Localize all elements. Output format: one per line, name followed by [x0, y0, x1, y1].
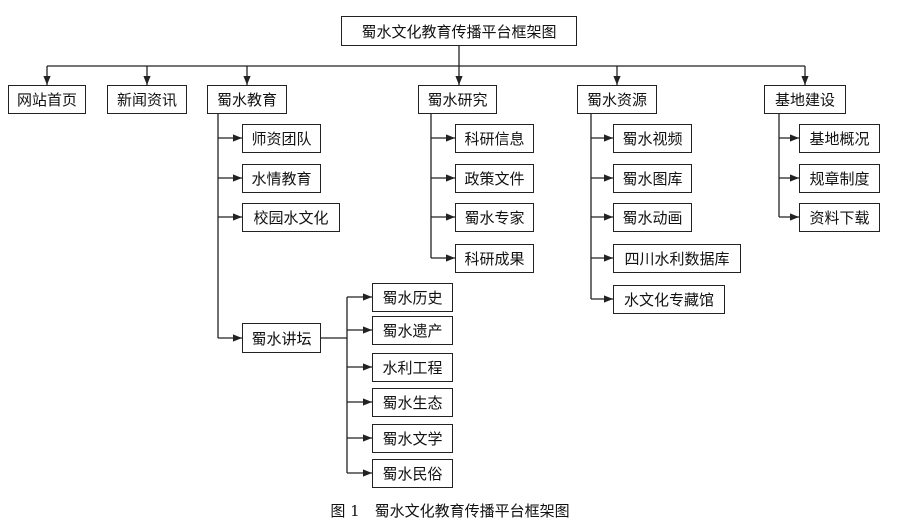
research-item-policy: 政策文件	[455, 164, 534, 193]
research-item-experts: 蜀水专家	[455, 203, 534, 232]
forum-item-literature: 蜀水文学	[372, 424, 453, 453]
research-item-results: 科研成果	[455, 244, 534, 273]
forum-item-ecology: 蜀水生态	[372, 388, 453, 417]
resource-item-video: 蜀水视频	[613, 124, 692, 153]
base-item-overview: 基地概况	[799, 124, 880, 153]
figure-caption: 图 1 蜀水文化教育传播平台框架图	[330, 502, 570, 520]
base-item-rules: 规章制度	[799, 164, 880, 193]
edu-item-faculty: 师资团队	[242, 124, 321, 153]
section-home: 网站首页	[8, 85, 86, 114]
research-item-info: 科研信息	[455, 124, 534, 153]
resource-item-animation: 蜀水动画	[613, 203, 692, 232]
section-news: 新闻资讯	[107, 85, 187, 114]
forum-item-heritage: 蜀水遗产	[372, 316, 453, 345]
resource-item-database: 四川水利数据库	[613, 244, 741, 273]
section-research: 蜀水研究	[418, 85, 497, 114]
edu-item-forum: 蜀水讲坛	[242, 323, 321, 353]
resource-item-collection: 水文化专藏馆	[613, 285, 725, 314]
base-item-downloads: 资料下载	[799, 203, 880, 232]
edu-item-campus-culture: 校园水文化	[242, 203, 340, 232]
section-base: 基地建设	[764, 85, 846, 114]
edu-item-water-education: 水情教育	[242, 164, 321, 193]
forum-item-engineering: 水利工程	[372, 353, 453, 382]
resource-item-gallery: 蜀水图库	[613, 164, 692, 193]
root-node: 蜀水文化教育传播平台框架图	[341, 16, 577, 46]
forum-item-folklore: 蜀水民俗	[372, 459, 453, 488]
section-resources: 蜀水资源	[577, 85, 657, 114]
section-education: 蜀水教育	[207, 85, 287, 114]
forum-item-history: 蜀水历史	[372, 283, 453, 312]
